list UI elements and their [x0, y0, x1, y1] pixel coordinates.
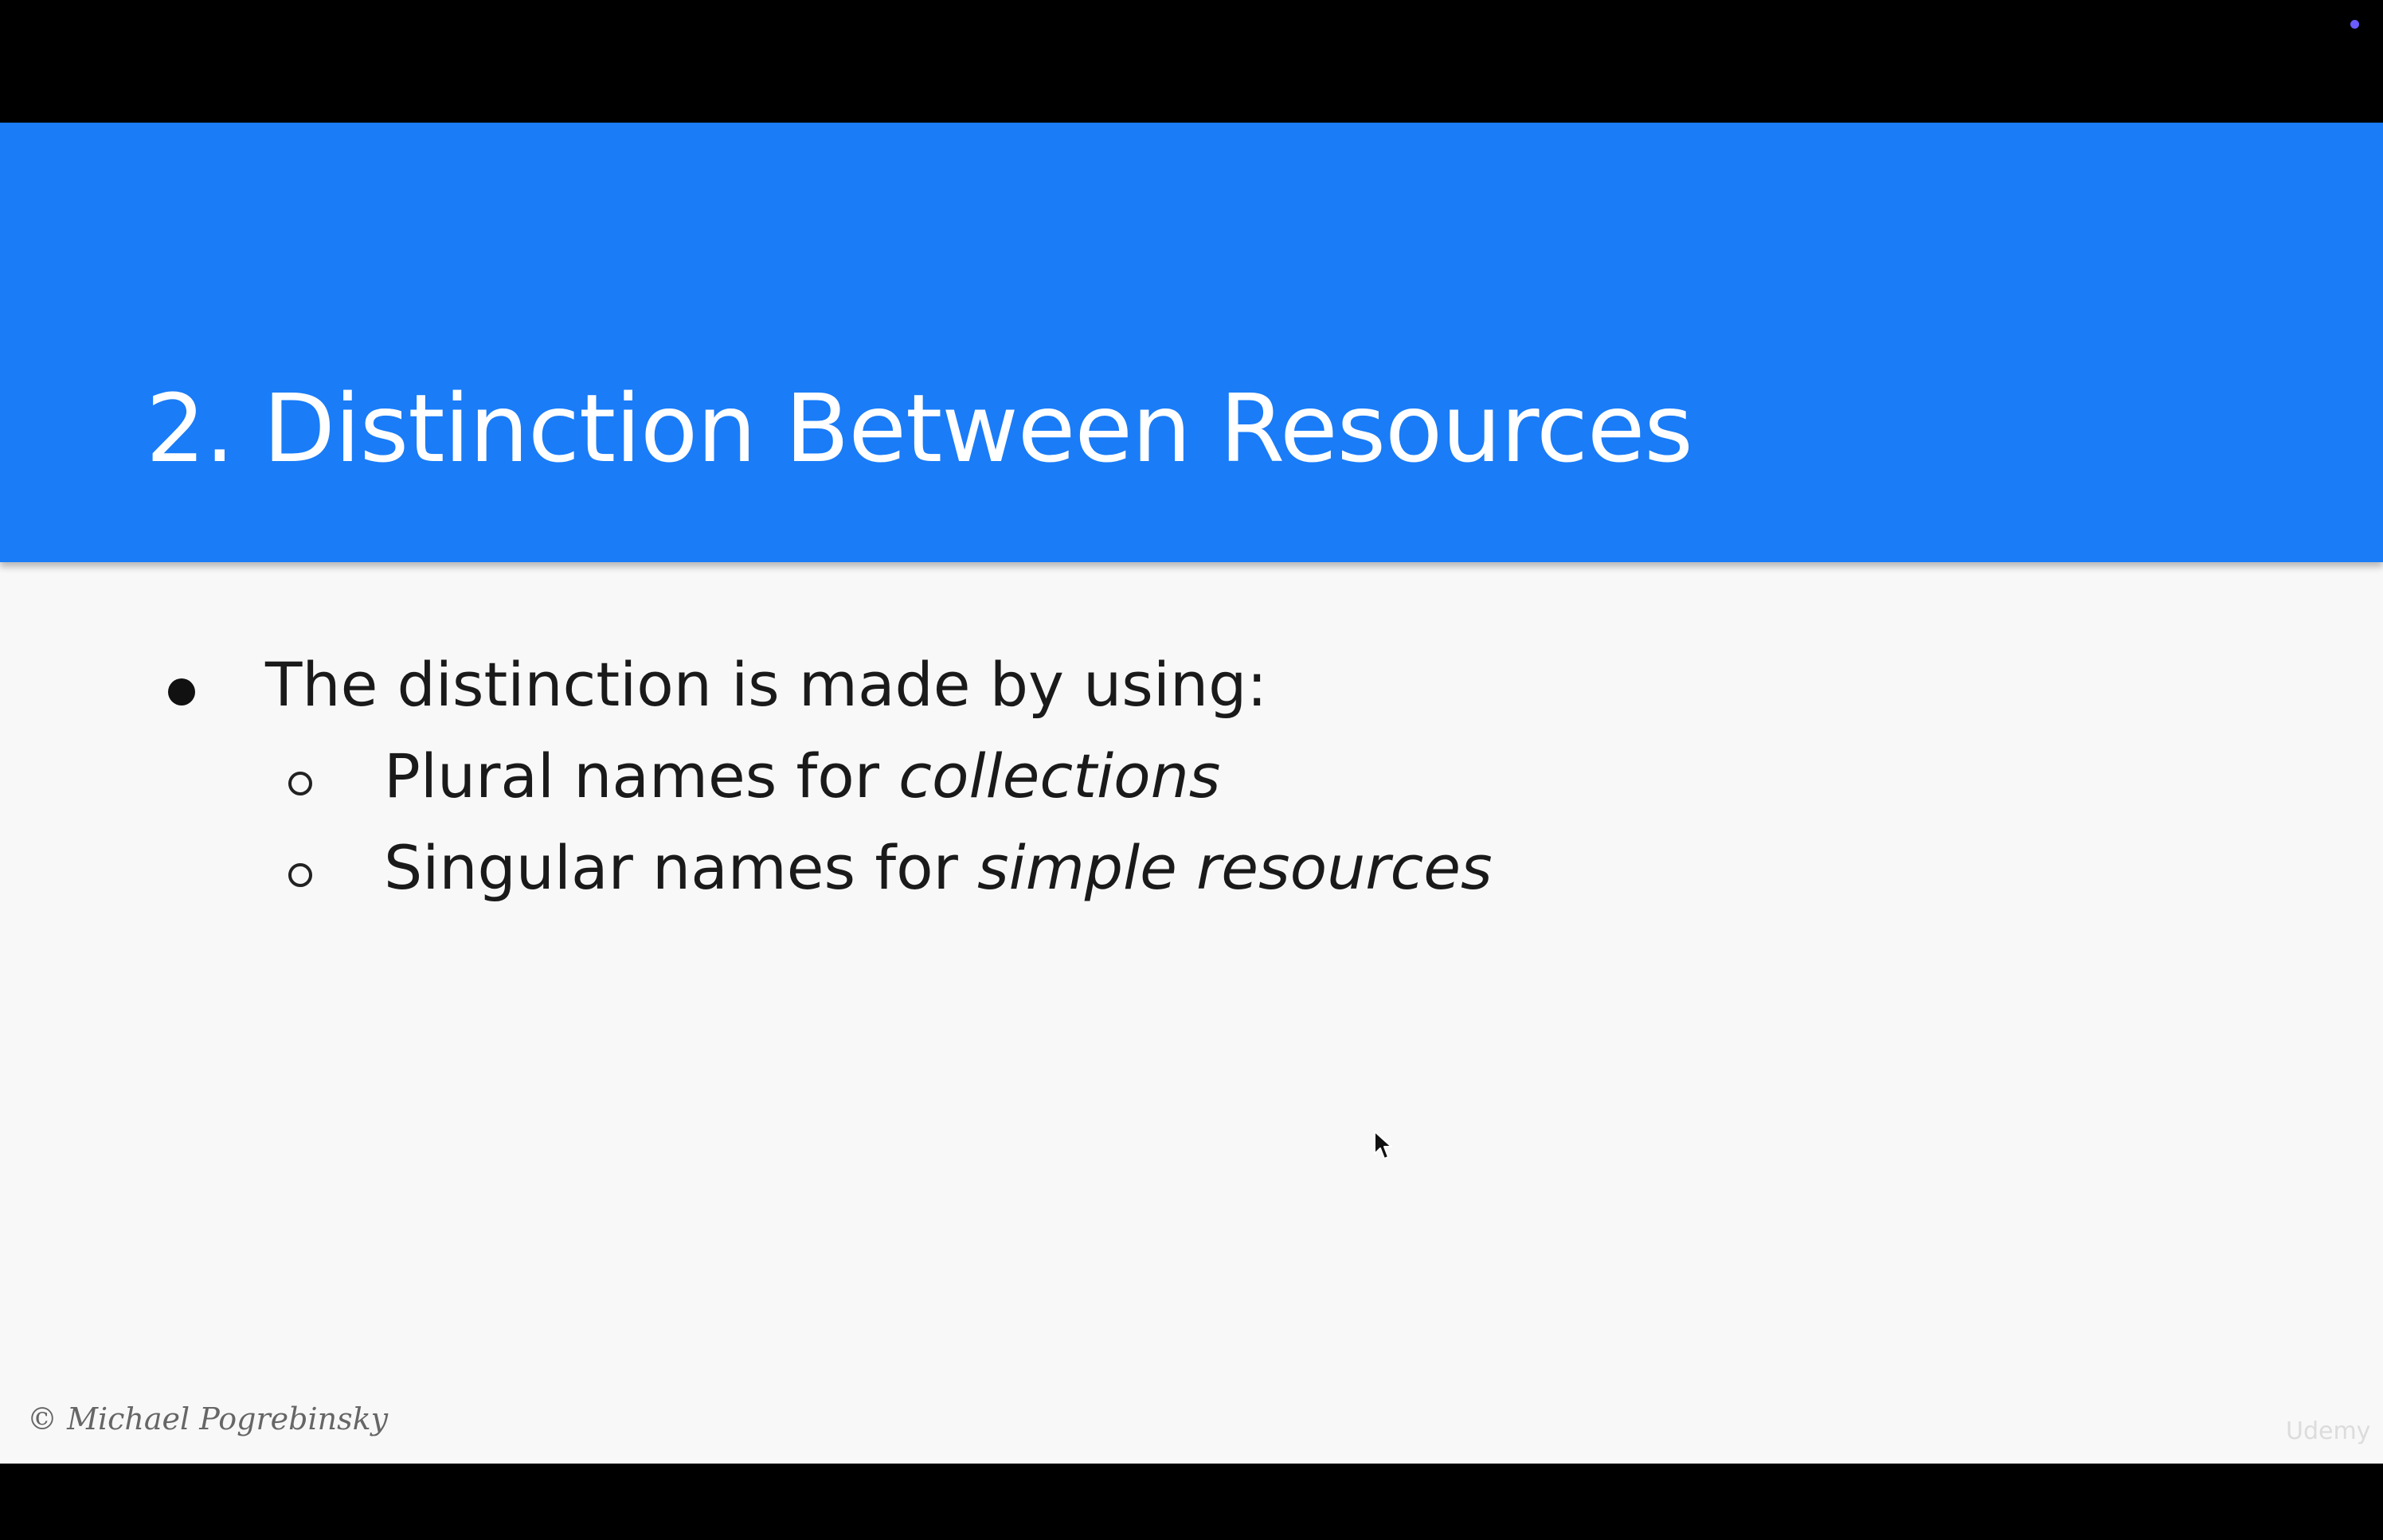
status-dot-icon	[2350, 20, 2359, 29]
filled-bullet-icon	[168, 678, 195, 706]
hollow-bullet-icon	[288, 772, 312, 795]
copyright-notice: © Michael Pogrebinsky	[27, 1401, 389, 1436]
hollow-bullet-icon	[288, 863, 312, 887]
slide-header-band: 2. Distinction Between Resources	[0, 123, 2383, 562]
bullet-sub-text: Plural names for	[384, 741, 899, 811]
bullet-sub-emphasis: simple resources	[976, 832, 1493, 903]
bullet-sub-text: Singular names for	[384, 832, 977, 903]
bullet-sub-simple-resources: Singular names for simple resources	[288, 838, 1493, 898]
bullet-sub-collections: Plural names for collections	[288, 746, 1220, 807]
platform-watermark: Udemy	[2286, 1417, 2371, 1445]
mouse-cursor-icon	[1374, 1131, 1392, 1159]
presentation-slide: 2. Distinction Between Resources The dis…	[0, 123, 2383, 1464]
slide-title: 2. Distinction Between Resources	[146, 373, 1693, 483]
bullet-main-text: The distinction is made by using:	[265, 649, 1267, 720]
bullet-main: The distinction is made by using:	[168, 655, 1267, 715]
bullet-sub-emphasis: collections	[898, 741, 1221, 811]
